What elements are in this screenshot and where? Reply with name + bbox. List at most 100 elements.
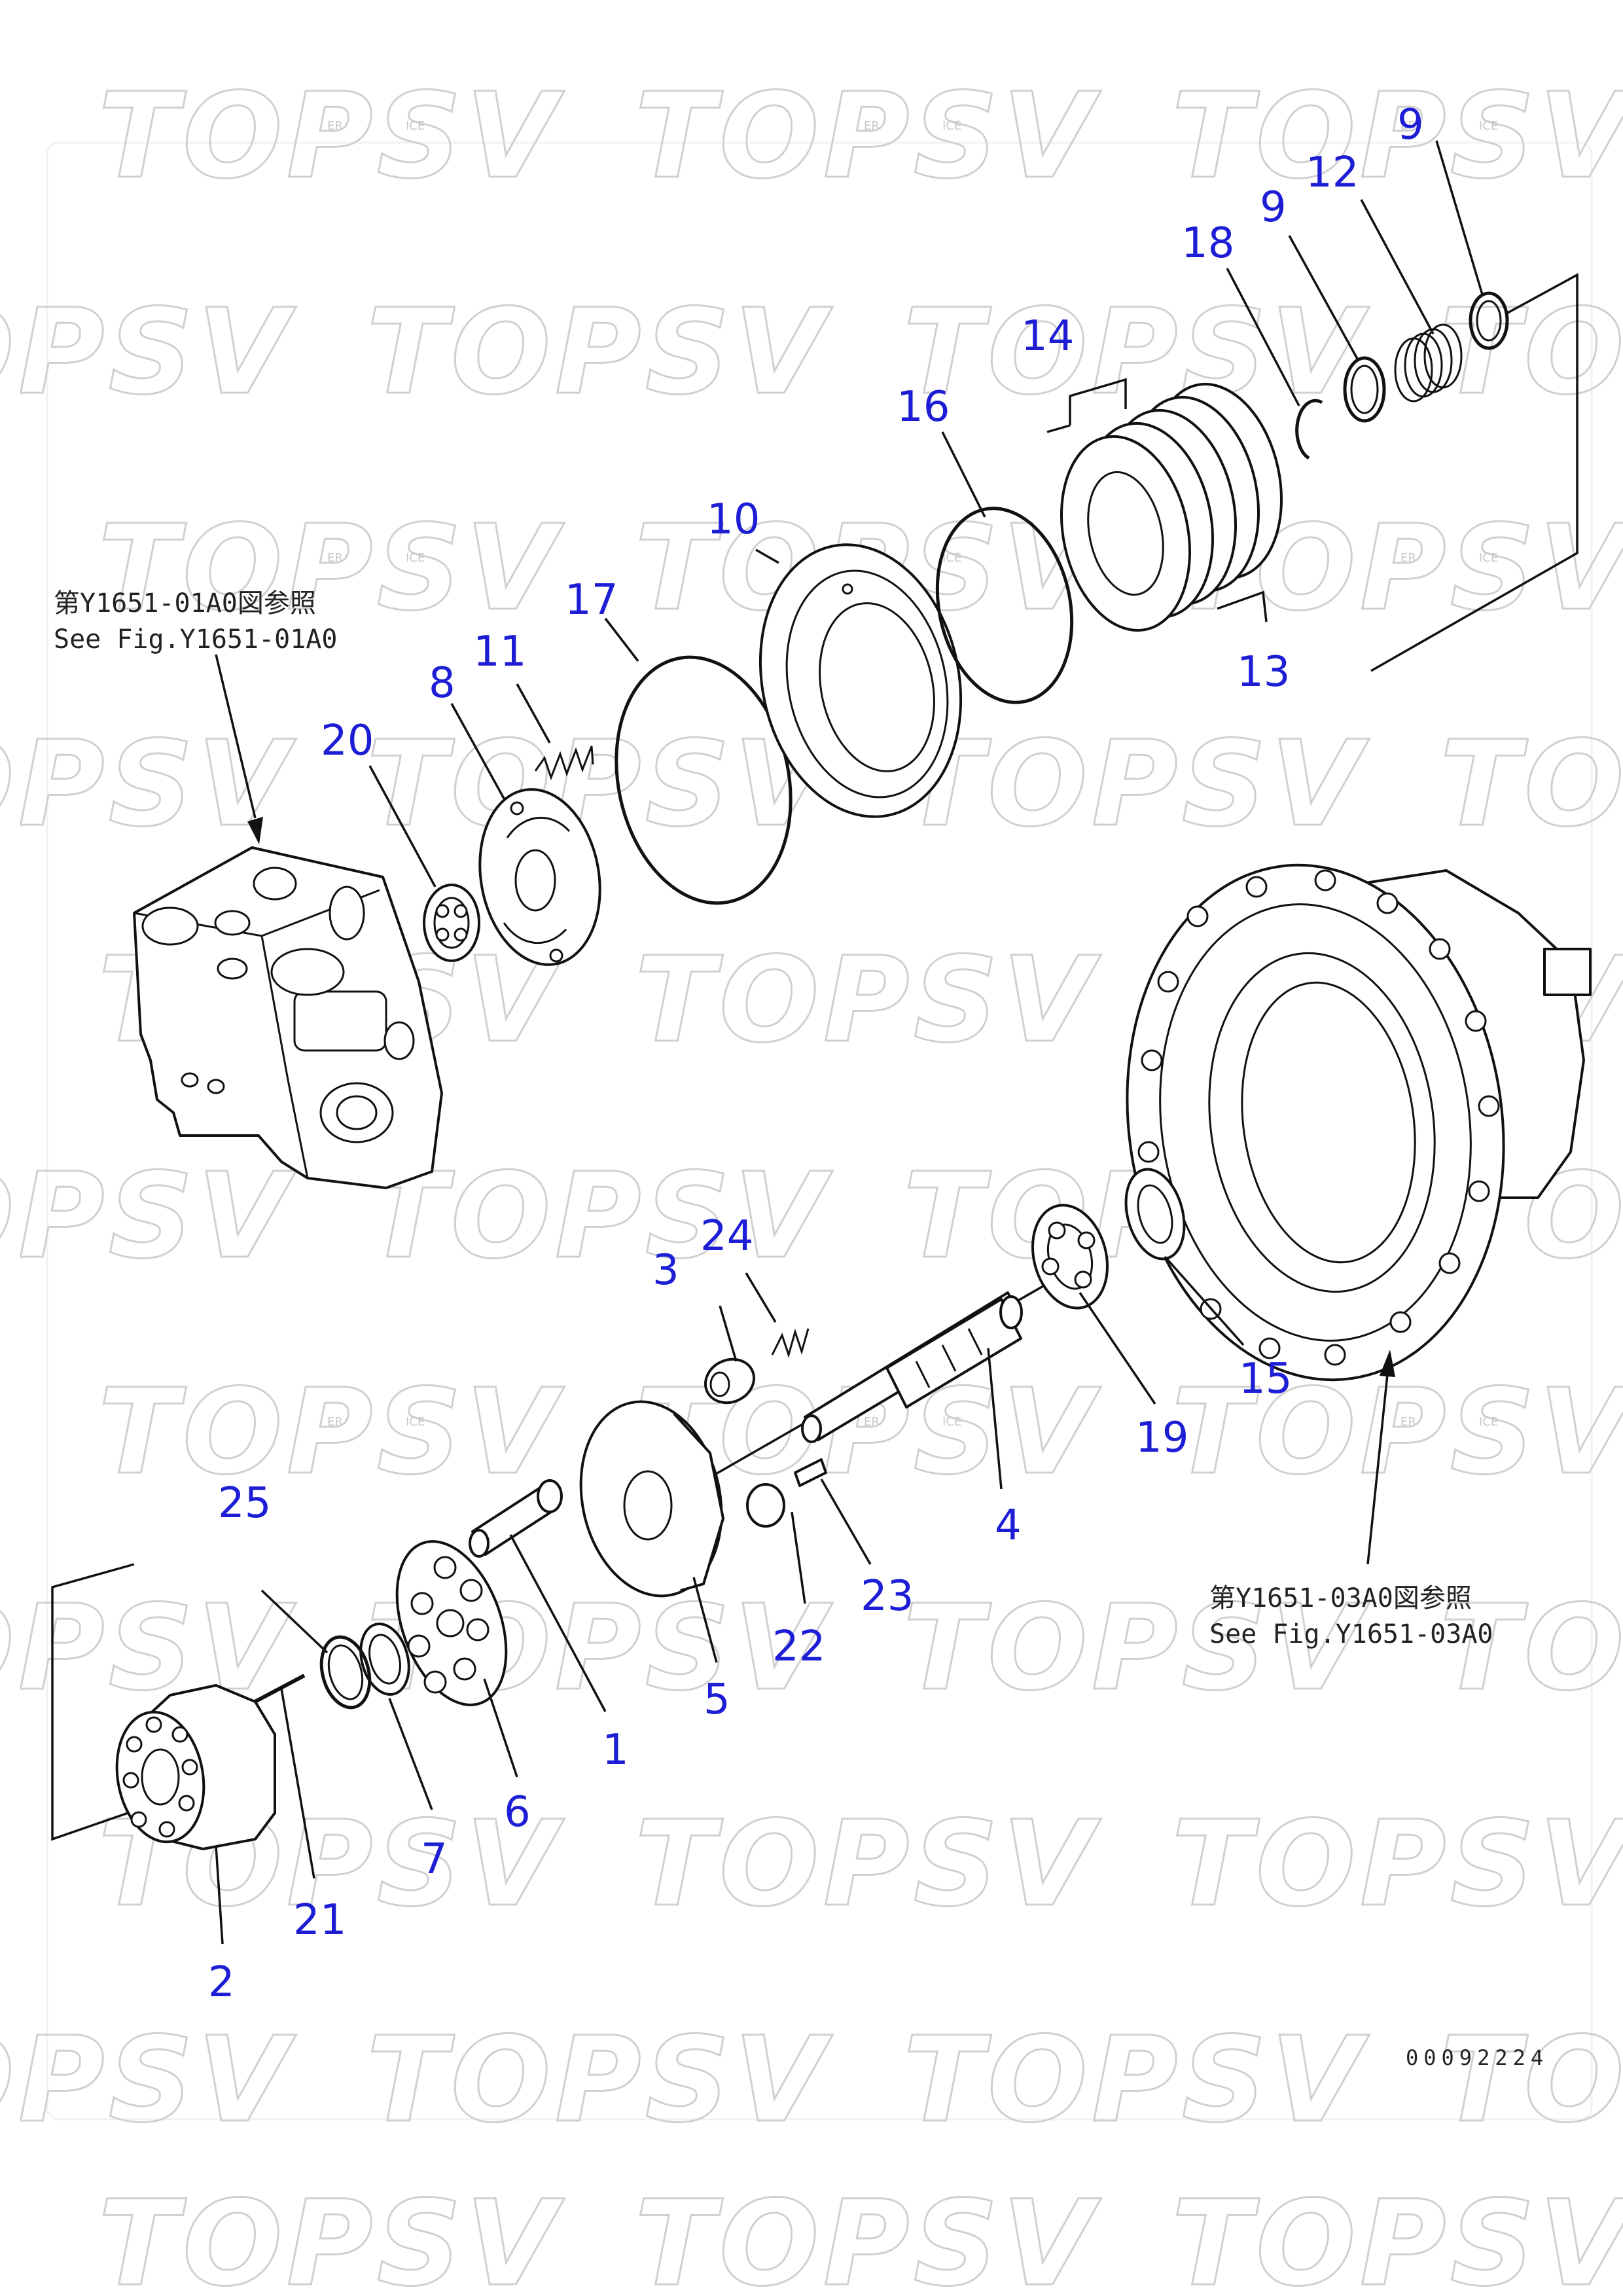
watermark-text: TOPSV bbox=[366, 2012, 833, 2149]
bearing-roller bbox=[435, 927, 450, 942]
retainer-hole bbox=[459, 1579, 483, 1602]
motor-housing-assembly bbox=[1126, 863, 1592, 1382]
retainer-hole bbox=[466, 1618, 490, 1641]
part-22-ball bbox=[746, 1483, 785, 1528]
watermark-sub: ER bbox=[1400, 119, 1416, 133]
watermark-text: TOPSV bbox=[0, 716, 296, 853]
cylinder-block-bore bbox=[141, 1748, 180, 1806]
callout-10: 10 bbox=[707, 495, 760, 544]
leader-22 bbox=[791, 1511, 806, 1604]
valve-block-recess bbox=[293, 990, 387, 1052]
callout-4: 4 bbox=[995, 1501, 1022, 1550]
watermark-sub: ER bbox=[327, 1415, 343, 1429]
flange-bolt-hole bbox=[1157, 971, 1179, 993]
drawing-number: 00092224 bbox=[1406, 2045, 1548, 2070]
leader-4 bbox=[987, 1348, 1003, 1490]
flange-bolt-hole bbox=[1314, 869, 1336, 891]
callout-17: 17 bbox=[565, 576, 618, 624]
port-hole bbox=[253, 867, 297, 901]
watermark-text: TOPSV bbox=[98, 500, 565, 637]
leader-lines bbox=[215, 140, 1484, 1945]
port-hole bbox=[336, 1095, 378, 1130]
callout-12: 12 bbox=[1306, 149, 1359, 197]
watermark-sub: ICE bbox=[1479, 119, 1498, 133]
bearing-roller bbox=[454, 904, 468, 918]
ring-inner bbox=[1476, 300, 1502, 342]
watermark-layer: TOPSV TOPSV TOPSV TOPSV TOPSV TOPSV TOPS… bbox=[0, 67, 1623, 2296]
callout-2: 2 bbox=[208, 1958, 235, 2007]
valve-plate-kidney-port bbox=[503, 922, 567, 944]
valve-block-body bbox=[133, 846, 443, 1189]
callout-23: 23 bbox=[861, 1572, 914, 1621]
watermark-sub: ICE bbox=[942, 1415, 961, 1429]
retainer-hole bbox=[433, 1556, 457, 1579]
watermark-sub: ER bbox=[864, 1415, 880, 1429]
retainer-hole bbox=[453, 1657, 476, 1681]
cylinder-hole bbox=[158, 1821, 175, 1838]
spring-coil bbox=[1423, 323, 1463, 389]
bearing-roller bbox=[1074, 1270, 1092, 1289]
watermark-sub: ER bbox=[327, 119, 343, 133]
watermark-text: TOPSV bbox=[1440, 716, 1623, 853]
valve-block-assembly bbox=[133, 846, 443, 1189]
watermark-sub: ICE bbox=[406, 119, 425, 133]
watermark-text: TOPSV bbox=[366, 716, 833, 853]
flange-bolt-hole bbox=[1324, 1344, 1346, 1366]
watermark-sub: ER bbox=[1400, 551, 1416, 565]
bracket-line-top-right bbox=[1370, 273, 1578, 672]
retainer-center-hole bbox=[436, 1609, 465, 1638]
leader-18 bbox=[1226, 268, 1300, 406]
watermark-sub: ER bbox=[864, 119, 880, 133]
callout-22: 22 bbox=[772, 1623, 825, 1671]
ring-outer bbox=[1343, 356, 1386, 423]
callout-7: 7 bbox=[421, 1835, 448, 1884]
pivot-hole bbox=[709, 1371, 730, 1397]
port-hole bbox=[181, 1072, 199, 1088]
callout-21: 21 bbox=[293, 1896, 346, 1945]
port-hole bbox=[383, 1021, 415, 1060]
ring-outer bbox=[319, 1635, 372, 1710]
shaft-spline bbox=[885, 1298, 1022, 1408]
flange-bolt-hole bbox=[1468, 1180, 1490, 1202]
watermark-sub: ICE bbox=[942, 551, 961, 565]
part-19-bearing bbox=[1031, 1204, 1109, 1310]
part-12-spring bbox=[1394, 323, 1463, 403]
watermark-sub: ICE bbox=[406, 551, 425, 565]
leader-16 bbox=[941, 431, 986, 518]
port-hole bbox=[214, 910, 251, 936]
watermark-sub: ICE bbox=[406, 1415, 425, 1429]
retainer-hole bbox=[410, 1592, 434, 1615]
watermark-sub: ER bbox=[1400, 1415, 1416, 1429]
watermark-text: TOPSV bbox=[1440, 1580, 1623, 1717]
flange-bolt-hole bbox=[1137, 1141, 1160, 1163]
port-hole bbox=[141, 906, 199, 946]
reference-text-bottom-right-en: See Fig.Y1651-03A0 bbox=[1209, 1619, 1493, 1649]
bearing-roller bbox=[454, 927, 468, 942]
watermark-text: TOPSV bbox=[1171, 1364, 1623, 1501]
leader-7 bbox=[388, 1698, 433, 1810]
watermark-text: TOPSV bbox=[1171, 68, 1623, 205]
watermark-text: TOPSV bbox=[1171, 2176, 1623, 2296]
callout-25: 25 bbox=[218, 1479, 271, 1528]
valve-plate-pin-hole bbox=[510, 801, 524, 816]
reference-text-top-left-jp: 第Y1651-01A0図参照 bbox=[54, 588, 316, 619]
port-hole bbox=[217, 958, 248, 980]
motor-housing-inner-bore bbox=[1241, 981, 1416, 1264]
shaft-end bbox=[801, 1414, 822, 1443]
flange-bolt-hole bbox=[1478, 1095, 1500, 1117]
ring-inner bbox=[368, 1634, 401, 1685]
spline-tooth bbox=[915, 1361, 931, 1388]
watermark-sub: ICE bbox=[1479, 551, 1498, 565]
cylinder-hole bbox=[130, 1811, 147, 1828]
reference-arrows bbox=[215, 654, 1395, 1565]
cylinder-hole bbox=[181, 1759, 198, 1776]
cylinder-hole bbox=[171, 1726, 188, 1743]
watermark-sub: ICE bbox=[942, 119, 961, 133]
part-10-brake-piston bbox=[758, 543, 963, 818]
part-8-valve-plate bbox=[478, 788, 601, 966]
leader-10 bbox=[755, 548, 779, 564]
pin-body bbox=[794, 1458, 827, 1487]
part-7-ring bbox=[359, 1623, 410, 1696]
part-24-spring bbox=[771, 1328, 810, 1359]
callout-11: 11 bbox=[473, 628, 526, 676]
